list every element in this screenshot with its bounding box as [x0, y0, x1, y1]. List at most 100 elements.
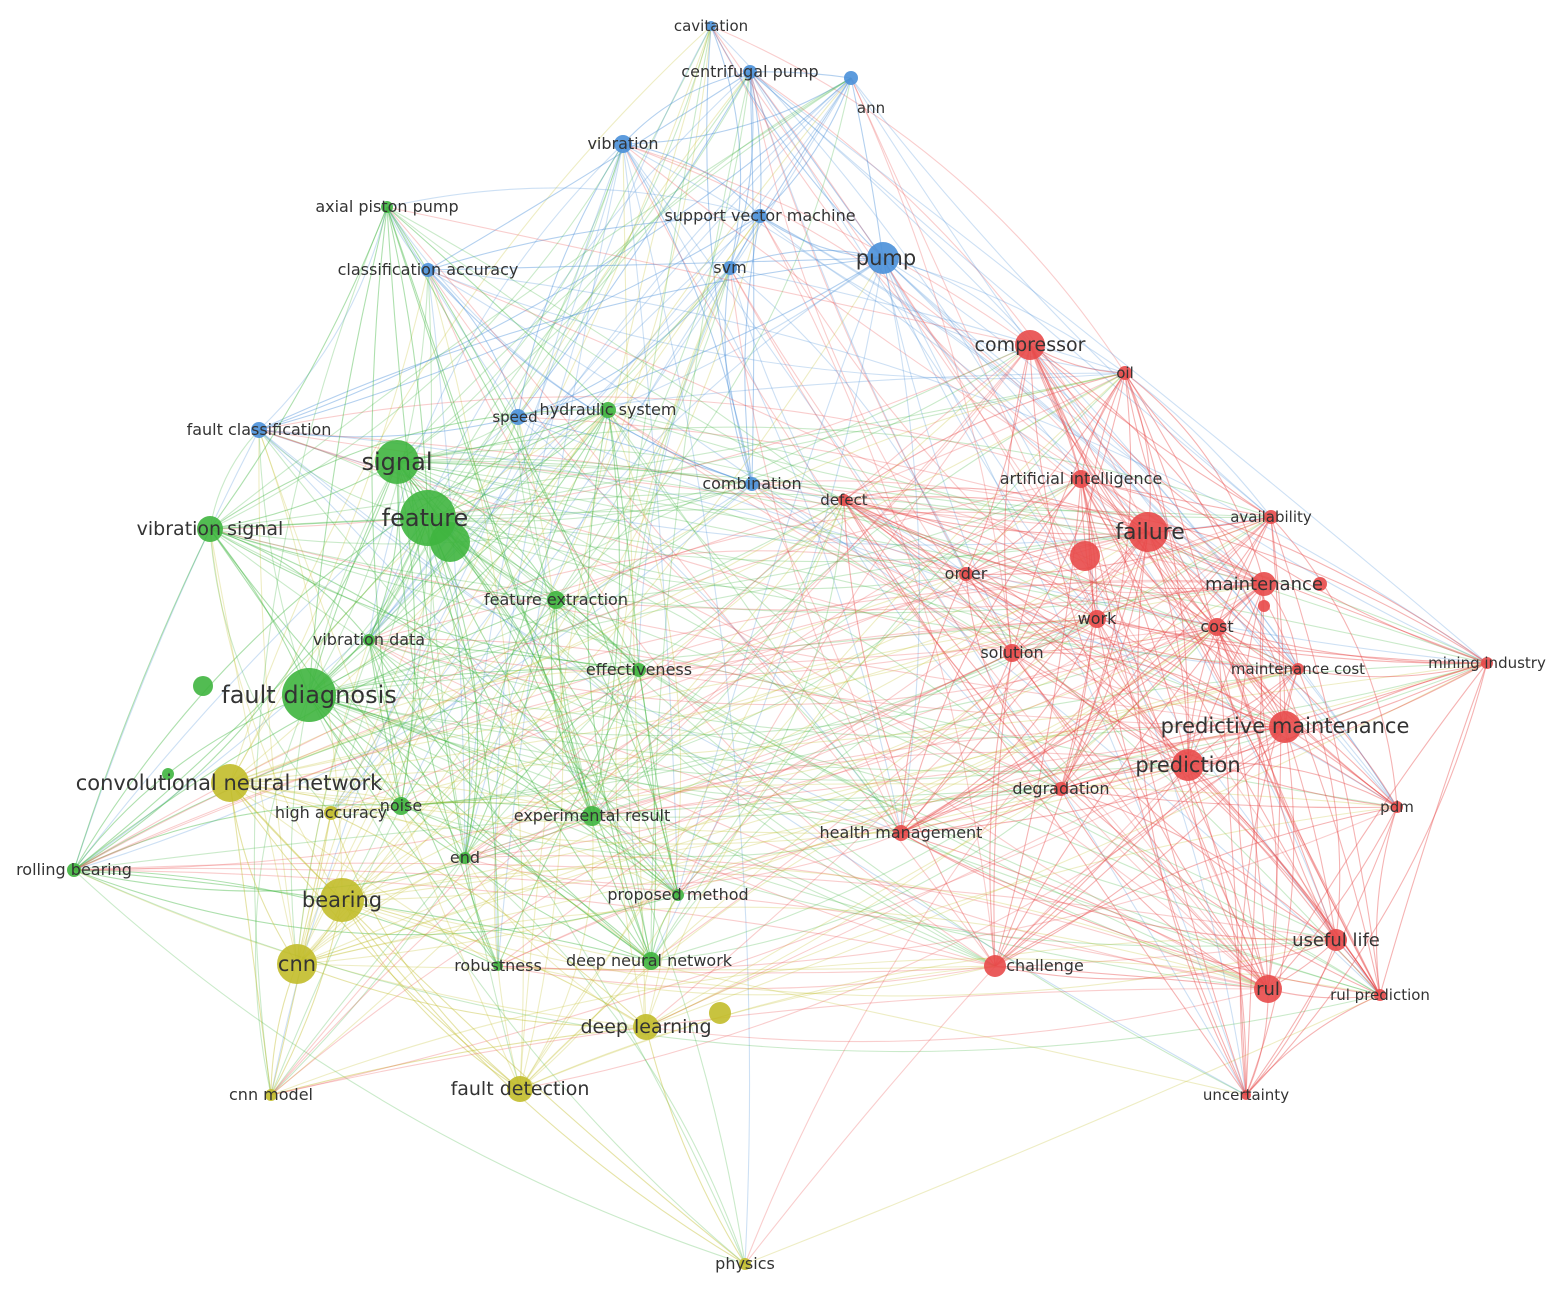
node-high-accuracy[interactable]: [324, 806, 338, 820]
node-deep-neural-network[interactable]: [642, 952, 660, 970]
node-unlabeled-4[interactable]: [1258, 600, 1270, 612]
node-cavitation[interactable]: [706, 21, 716, 31]
node-svm[interactable]: [723, 261, 737, 275]
edge-useful-life-uncertainty: [1245, 939, 1337, 1096]
edge-fault-classification-experimental-result: [258, 429, 593, 817]
node-fault-classification[interactable]: [251, 422, 267, 438]
node-maintenance[interactable]: [1252, 572, 1276, 596]
node-work[interactable]: [1088, 610, 1106, 628]
edge-noise-health-management: [400, 805, 902, 857]
node-speed[interactable]: [510, 409, 526, 425]
edge-vibration-deep-learning: [622, 143, 647, 1028]
node-bearing[interactable]: [320, 878, 364, 922]
edge-deep-neural-network-work: [650, 618, 1098, 962]
node-unlabeled-5[interactable]: [709, 1002, 731, 1024]
edge-svm-rul: [729, 267, 1269, 990]
node-combination[interactable]: [745, 477, 759, 491]
node-unlabeled-6[interactable]: [162, 768, 174, 780]
node-unlabeled-2[interactable]: [193, 676, 213, 696]
edge-high-accuracy-fault-detection: [330, 812, 521, 1090]
node-axial-piston-pump[interactable]: [381, 201, 393, 213]
node-rolling-bearing[interactable]: [67, 863, 81, 877]
node-useful-life[interactable]: [1325, 929, 1347, 951]
edge-fault-diagnosis-cost: [308, 626, 1218, 737]
edge-hydraulic-system-predictive-maintenance: [607, 409, 1286, 728]
edge-signal-useful-life: [396, 461, 1337, 941]
node-effectiveness[interactable]: [632, 663, 646, 677]
edge-pdm-rul-prediction: [1375, 806, 1398, 996]
edge-feature-bearing: [341, 517, 432, 901]
node-unlabeled-1[interactable]: [1070, 541, 1100, 571]
label-convolutional-neural-network: convolutional neural network: [76, 771, 383, 795]
node-centrifugal-pump[interactable]: [743, 65, 757, 79]
node-fault-detection[interactable]: [507, 1076, 533, 1102]
node-robustness[interactable]: [493, 961, 503, 971]
node-solution[interactable]: [1003, 644, 1021, 662]
node-support-vector-machine[interactable]: [753, 209, 767, 223]
edge-effectiveness-bearing: [341, 669, 640, 901]
node-degradation[interactable]: [1054, 782, 1068, 796]
node-fault-diagnosis[interactable]: [282, 668, 336, 722]
node-health-management[interactable]: [893, 825, 909, 841]
edge-effectiveness-experimental-result: [591, 669, 640, 817]
edge-cavitation-vibration-data: [368, 25, 712, 641]
node-physics[interactable]: [739, 1258, 751, 1270]
node-unlabeled-0[interactable]: [430, 522, 470, 562]
edge-svm-deep-learning: [615, 267, 731, 1028]
node-order[interactable]: [959, 567, 973, 581]
edge-experimental-result-maintenance: [591, 583, 1265, 817]
edge-combination-rolling-bearing: [73, 483, 753, 871]
edge-fault-classification-pdm: [258, 429, 1398, 808]
node-pump[interactable]: [867, 242, 899, 274]
node-vibration-signal[interactable]: [197, 516, 223, 542]
node-oil[interactable]: [1118, 366, 1132, 380]
edge-svm-end: [464, 267, 731, 859]
edge-cost-pdm: [1216, 626, 1398, 808]
node-deep-learning[interactable]: [633, 1014, 659, 1040]
node-cnn-model[interactable]: [265, 1089, 277, 1101]
edge-deep-learning-failure: [645, 531, 1149, 1028]
node-experimental-result[interactable]: [582, 806, 602, 826]
node-defect[interactable]: [838, 494, 850, 506]
edge-ann-vibration: [622, 77, 852, 145]
node-uncertainty[interactable]: [1241, 1090, 1251, 1100]
node-prediction[interactable]: [1172, 749, 1204, 781]
node-challenge[interactable]: [984, 955, 1006, 977]
node-availability[interactable]: [1264, 510, 1278, 524]
node-unlabeled-3[interactable]: [1313, 577, 1327, 591]
edge-ann-high-accuracy: [330, 77, 852, 814]
edge-vibration-signal-availability: [209, 508, 1272, 530]
node-classification-accuracy[interactable]: [421, 263, 435, 277]
edge-failure-solution: [1011, 531, 1149, 654]
node-artificial-intelligence[interactable]: [1072, 470, 1090, 488]
node-compressor[interactable]: [1015, 330, 1045, 360]
node-hydraulic-system[interactable]: [600, 402, 616, 418]
edge-end-deep-learning: [464, 857, 647, 1028]
node-maintenance-cost[interactable]: [1292, 663, 1304, 675]
edge-pump-artificial-intelligence: [882, 257, 1082, 480]
edge-fault-classification-axial-piston-pump: [258, 206, 388, 431]
edge-signal-robustness: [396, 461, 499, 967]
node-predictive-maintenance[interactable]: [1269, 711, 1301, 743]
node-failure[interactable]: [1128, 512, 1168, 552]
node-convolutional-neural-network[interactable]: [211, 764, 249, 802]
edge-deep-learning-cost: [645, 626, 1218, 1028]
node-cost[interactable]: [1208, 618, 1226, 636]
node-feature-extraction[interactable]: [547, 591, 565, 609]
node-rul-prediction[interactable]: [1374, 989, 1386, 1001]
edge-predictive-maintenance-health-management: [900, 726, 1286, 834]
node-mining-industry[interactable]: [1481, 657, 1493, 669]
node-proposed-method[interactable]: [672, 889, 684, 901]
node-pdm[interactable]: [1391, 801, 1403, 813]
node-vibration-data[interactable]: [363, 634, 375, 646]
edge-failure-mining-industry: [1147, 531, 1488, 664]
node-noise[interactable]: [392, 797, 410, 815]
node-end[interactable]: [459, 852, 471, 864]
node-rul[interactable]: [1254, 975, 1282, 1003]
edge-bearing-maintenance-cost: [341, 668, 1299, 901]
node-ann[interactable]: [844, 71, 858, 85]
node-cnn[interactable]: [277, 944, 317, 984]
node-signal[interactable]: [375, 440, 419, 484]
node-vibration[interactable]: [614, 135, 632, 153]
edge-cnn-cost: [296, 626, 1218, 965]
